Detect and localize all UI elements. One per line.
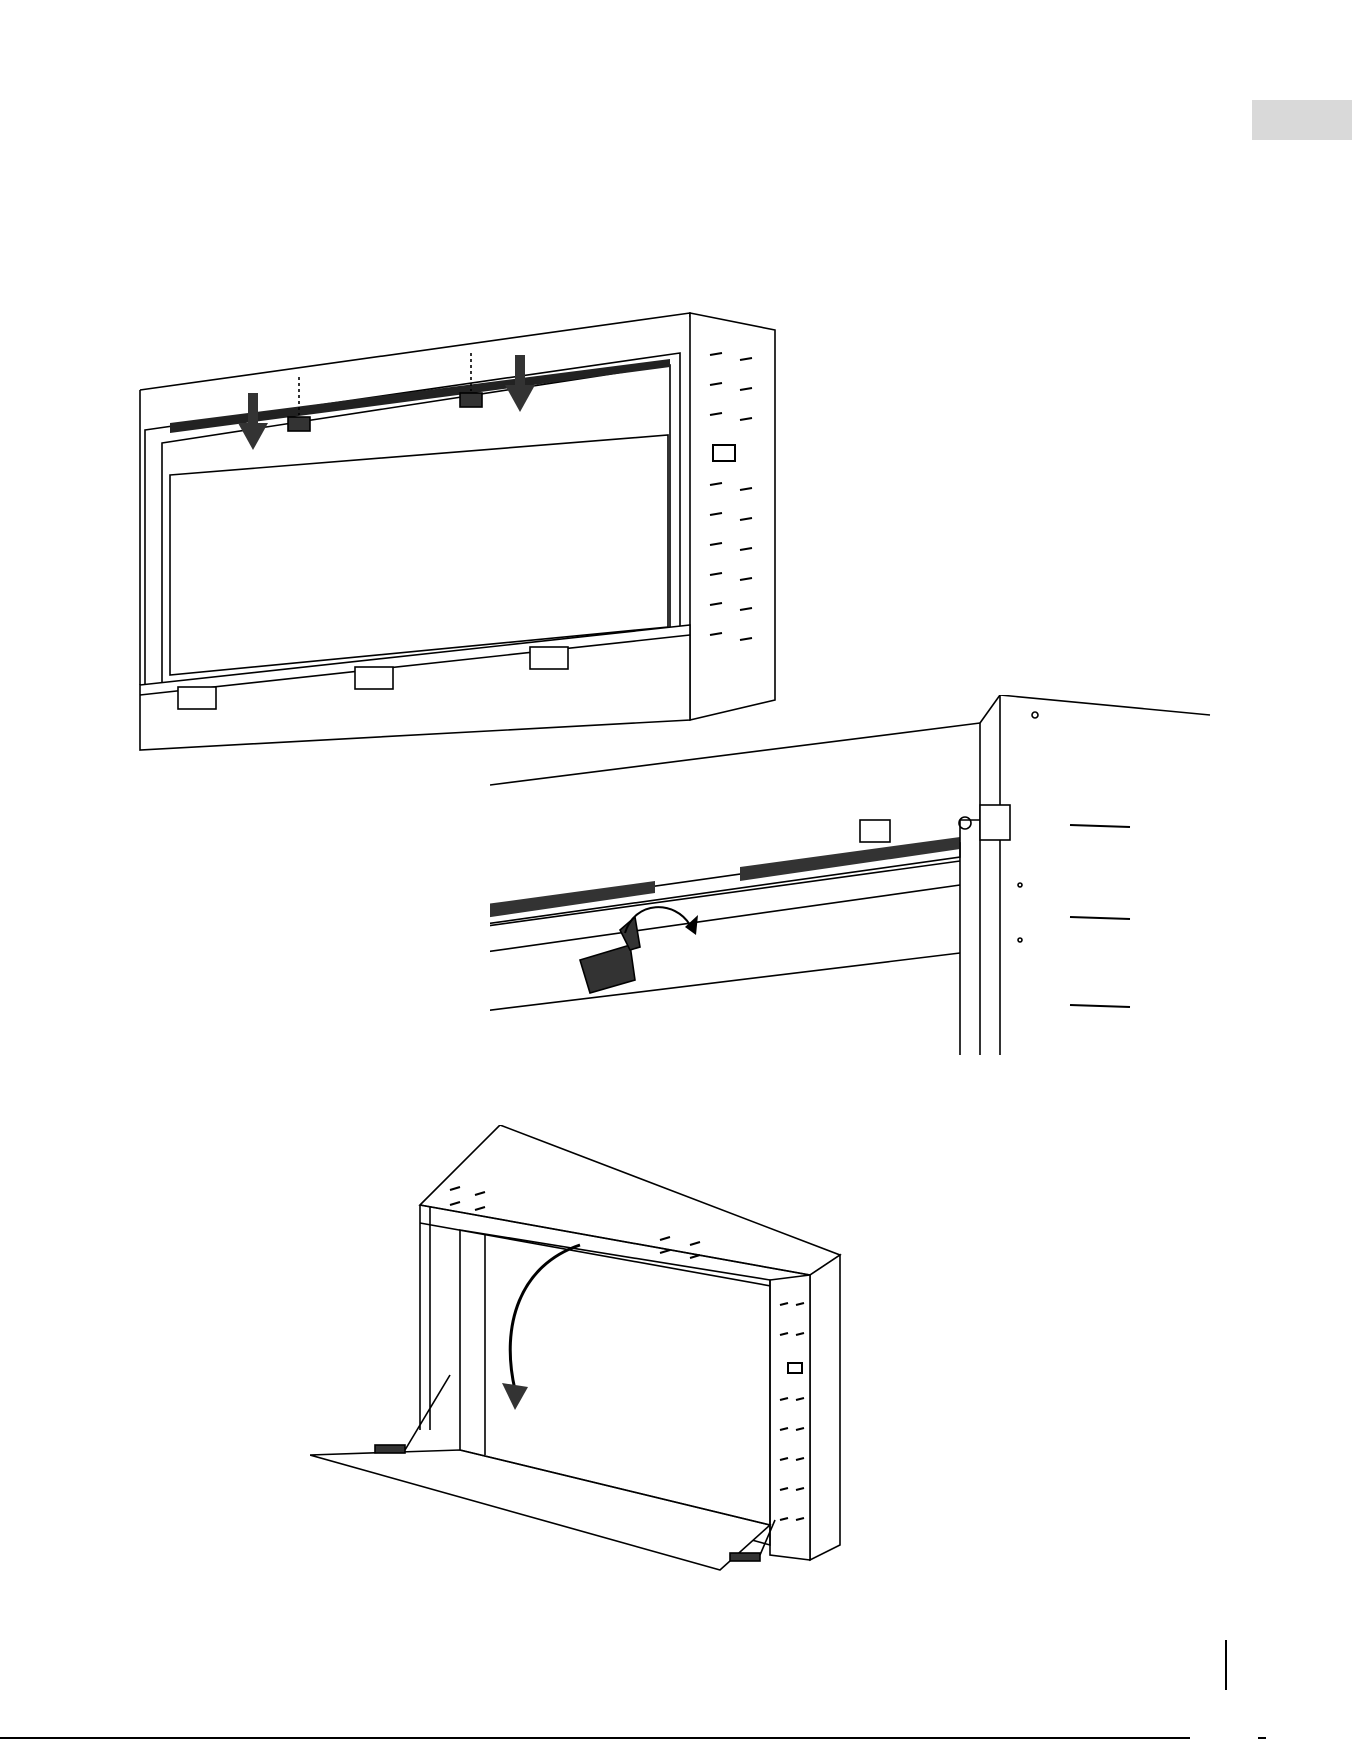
page-number-marker — [1225, 1640, 1227, 1690]
footer-rule-end — [1258, 1737, 1266, 1739]
language-tab — [1252, 100, 1352, 140]
footer-rule — [0, 1737, 1190, 1739]
figure-front-panel-open — [310, 1125, 930, 1635]
figure-clip-closeup — [490, 695, 1230, 1065]
